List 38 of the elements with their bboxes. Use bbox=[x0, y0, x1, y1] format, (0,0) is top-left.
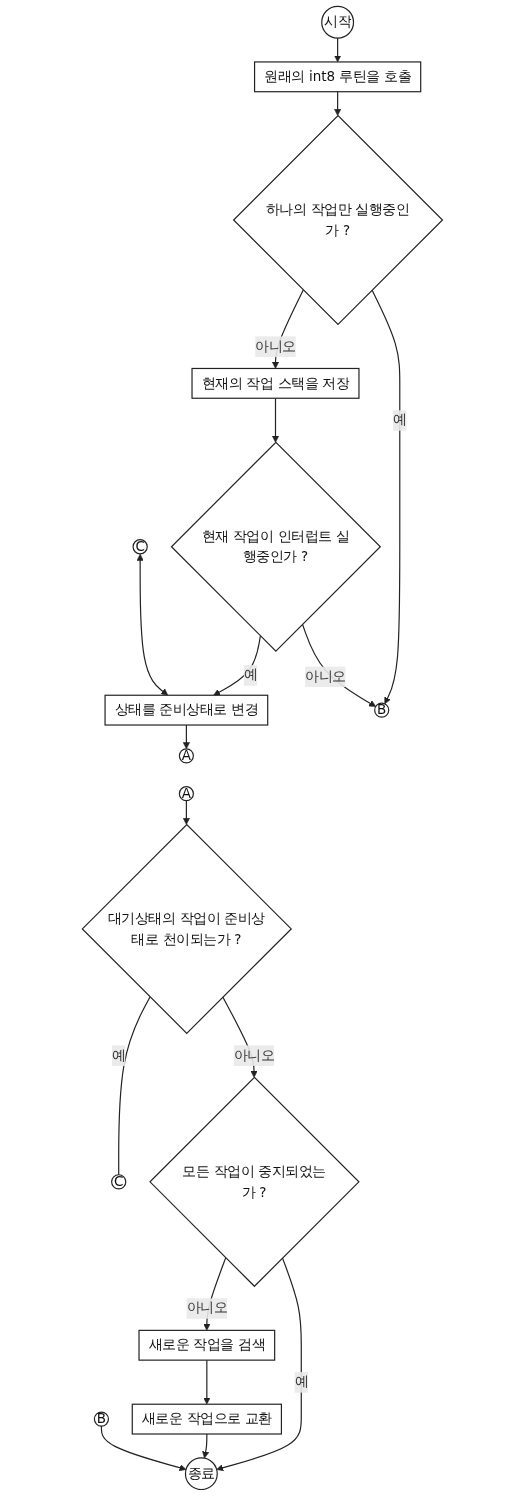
edge-label: 아니오 bbox=[186, 1299, 228, 1316]
node-circle: 종료 bbox=[184, 1457, 218, 1490]
node-circle: 시작 bbox=[321, 5, 355, 39]
node-circle: B bbox=[374, 702, 390, 718]
edge-label: 예 bbox=[243, 666, 258, 683]
node-circle: C bbox=[111, 1174, 127, 1190]
node-diamond: 모든 작업이 중지되었는가 ? bbox=[149, 1076, 360, 1288]
arrow bbox=[183, 724, 190, 750]
arrow bbox=[202, 1433, 210, 1459]
node-diamond: 하나의 작업만 실행중인가 ? bbox=[232, 114, 444, 326]
node-box: 새로운 작업으로 교환 bbox=[131, 1403, 283, 1435]
arrow bbox=[183, 800, 190, 825]
node-circle: C bbox=[132, 539, 148, 555]
arrow bbox=[203, 1359, 211, 1405]
edge-label: 예 bbox=[112, 1046, 126, 1063]
node-diamond: 대기상태의 작업이 준비상태로 천이되는가 ? bbox=[81, 823, 293, 1035]
edge-label: 아니오 bbox=[233, 1046, 275, 1063]
node-circle: A bbox=[178, 748, 195, 764]
node-circle: A bbox=[178, 786, 195, 802]
edge-label: 아니오 bbox=[255, 337, 296, 354]
arrow bbox=[302, 623, 377, 707]
arrow bbox=[334, 37, 342, 63]
arrow bbox=[272, 397, 280, 443]
edge-label: 예 bbox=[393, 411, 407, 428]
arrow bbox=[136, 553, 169, 696]
edge-label: 아니오 bbox=[305, 668, 346, 684]
node-box: 원래의 int8 루틴을 호출 bbox=[254, 61, 422, 93]
node-box: 현재의 작업 스택을 저장 bbox=[191, 367, 360, 399]
arrow bbox=[213, 635, 262, 696]
connector bbox=[118, 996, 151, 1176]
node-box: 상태를 준비상태로 변경 bbox=[104, 694, 269, 726]
node-circle: B bbox=[93, 1411, 110, 1427]
arrow bbox=[100, 1425, 187, 1472]
arrow bbox=[334, 91, 342, 116]
node-diamond: 현재 작업이 인터럽트 실행중인가 ? bbox=[170, 441, 382, 652]
edge-label: 예 bbox=[294, 1373, 309, 1390]
node-box: 새로운 작업을 검색 bbox=[138, 1329, 276, 1361]
arrow bbox=[216, 1257, 302, 1472]
